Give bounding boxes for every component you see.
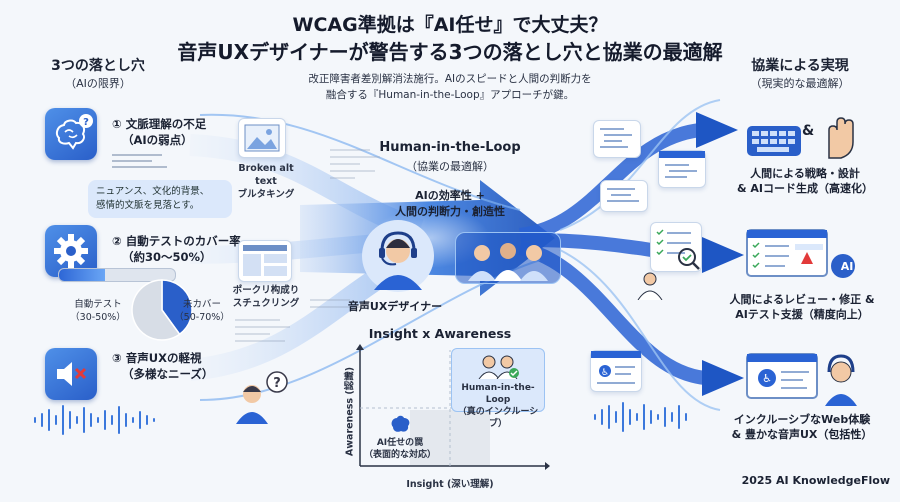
poor-structure-label: ポークリ构成り スチュクリング (226, 284, 306, 310)
poor-structure-icon (238, 240, 292, 282)
accessibility-window-icon: ♿ (590, 350, 642, 392)
keyboard-hand-icon (747, 117, 854, 159)
svg-text:?: ? (273, 376, 281, 391)
code-card-3 (600, 180, 648, 212)
right-header: 協業による実現 (751, 58, 849, 74)
center-header: Human-in-the-Loop (379, 140, 521, 155)
pie-auto-label: 自動テスト （30-50%） (68, 298, 128, 324)
center-header-sub: （協業の最適解） (406, 160, 494, 173)
pie-uncovered-range: （50-70%） (174, 312, 230, 323)
main-title: WCAG準拠は『AI任せ』で大丈夫？ (292, 14, 608, 36)
result-3-label: インクルーシブなWeb体験 & 豊かな音声UX（包括性） (712, 412, 892, 442)
pitfall-1-note-line-1: ニュアンス、文化的背景、 (96, 186, 210, 197)
pie-uncovered-name: 未カバー (182, 299, 221, 310)
matrix-frame (356, 344, 550, 470)
arrow-label-2: 人間の判断力・創造性 (395, 205, 505, 218)
confused-user-icon: ? (236, 371, 288, 424)
pitfall-1-note-line-2: 感情的文脈を見落とす。 (96, 200, 200, 211)
result-2-label: 人間によるレビュー・修正 & AIテスト支援（精度向上） (712, 292, 892, 322)
pitfall-2-title: ② 自動テストのカバー率 (112, 234, 241, 248)
pie-auto-range: （30-50%） (70, 312, 126, 323)
pitfall-3-sub: （多様なニーズ） (122, 367, 214, 381)
brain-question-icon: ? (45, 108, 97, 160)
voice-designer-avatar (362, 220, 434, 292)
broken-alt-line-2: ブルタキング (237, 189, 295, 200)
result-1-line-2: & AIコード生成（高速化） (736, 182, 874, 195)
brain-icon (391, 415, 410, 432)
pie-auto-name: 自動テスト (74, 299, 122, 310)
pitfall-3-title: ③ 音声UXの軽視 (112, 351, 202, 365)
matrix-title: Insight x Awareness (368, 326, 512, 341)
voice-wave-icon (594, 402, 687, 432)
footer-credit: 2025 AI KnowledgeFlow (741, 474, 890, 487)
result-3-line-2: & 豊かな音声UX（包括性） (731, 428, 873, 441)
result-1-label: 人間による戦略・設計 & AIコード生成（高速化） (720, 166, 890, 196)
pitfall-1-title: ① 文脈理解の不足 (112, 117, 207, 131)
review-checklist-icon (650, 222, 702, 272)
matrix-top-right-box: Human-in-the-Loop （真のインクルーシブ） (451, 348, 545, 429)
lead-line-2: 融合する『Human-in-the-Loop』アプローチが鍵。 (325, 89, 575, 101)
result-1-line-1: 人間による戦略・設計 (750, 167, 860, 180)
svg-text:?: ? (83, 117, 89, 128)
pie-uncovered-label: 未カバー （50-70%） (172, 298, 232, 324)
sound-wave-icon (34, 405, 155, 435)
code-card-1 (593, 120, 641, 158)
matrix-top-right-label: Human-in-the-Loop （真のインクルーシブ） (452, 382, 544, 430)
right-header-sub: （現実的な最適解） (750, 77, 850, 90)
lead-line-1: 改正障害者差別解消法施行。AIのスピードと人間の判断力を (308, 73, 592, 85)
designer-label: 音声UXデザイナー (347, 300, 443, 313)
code-card-2 (658, 150, 706, 188)
broken-image-icon (238, 118, 286, 158)
team-group-icon (455, 232, 561, 284)
inclusive-web-icon: ♿ (746, 353, 857, 406)
matrix-bottom-left-label: AI任せの罠 （表面的な対応） (355, 437, 445, 461)
pitfall-2-sub: （約30〜50%） (122, 250, 212, 264)
text-lines-icon (112, 154, 167, 168)
coverage-pie-chart (131, 279, 193, 341)
matrix-bottom-left-line-1: AI任せの罠 (376, 438, 424, 448)
matrix-x-label: Insight (深い理解) (406, 479, 494, 490)
broken-alt-label: Broken alt text ブルタキング (226, 162, 306, 201)
speaker-mute-icon (45, 348, 97, 400)
main-subtitle: 音声UXデザイナーが警告する3つの落とし穴と協業の最適解 (177, 40, 723, 64)
pie-slice-uncovered (131, 279, 181, 341)
matrix-bottom-left-line-2: （表面的な対応） (363, 450, 436, 460)
reviewer-person-icon (637, 272, 663, 300)
pitfall-1-note: ニュアンス、文化的背景、 感情的文脈を見落とす。 (88, 180, 232, 218)
pie-slice-auto (161, 279, 193, 336)
result-2-line-2: AIテスト支援（精度向上） (735, 308, 869, 321)
left-header: 3つの落とし穴 (51, 58, 145, 74)
poor-structure-line-1: ポークリ构成り (232, 285, 300, 296)
pitfall-1-sub: （AIの弱点） (122, 133, 193, 147)
svg-text:♿: ♿ (601, 368, 609, 378)
amp-symbol: & (802, 123, 815, 139)
matrix-top-right-line-2: （真のインクルーシブ） (457, 407, 539, 429)
coverage-bar-fill (59, 269, 106, 281)
broken-alt-line-1: Broken alt text (238, 163, 294, 187)
left-header-sub: （AIの限界） (65, 77, 131, 90)
coverage-bar (58, 268, 176, 282)
ai-badge: AI (840, 260, 854, 273)
monitor-review-icon (746, 229, 855, 278)
svg-text:♿: ♿ (762, 372, 772, 385)
poor-structure-line-2: スチュクリング (232, 298, 300, 309)
result-3-line-1: インクルーシブなWeb体験 (733, 413, 871, 426)
inclusive-team-icon (478, 355, 519, 379)
matrix-top-right-line-1: Human-in-the-Loop (461, 383, 535, 405)
result-2-line-1: 人間によるレビュー・修正 & (729, 293, 875, 306)
arrow-label-1: AIの効率性 + (415, 189, 485, 202)
